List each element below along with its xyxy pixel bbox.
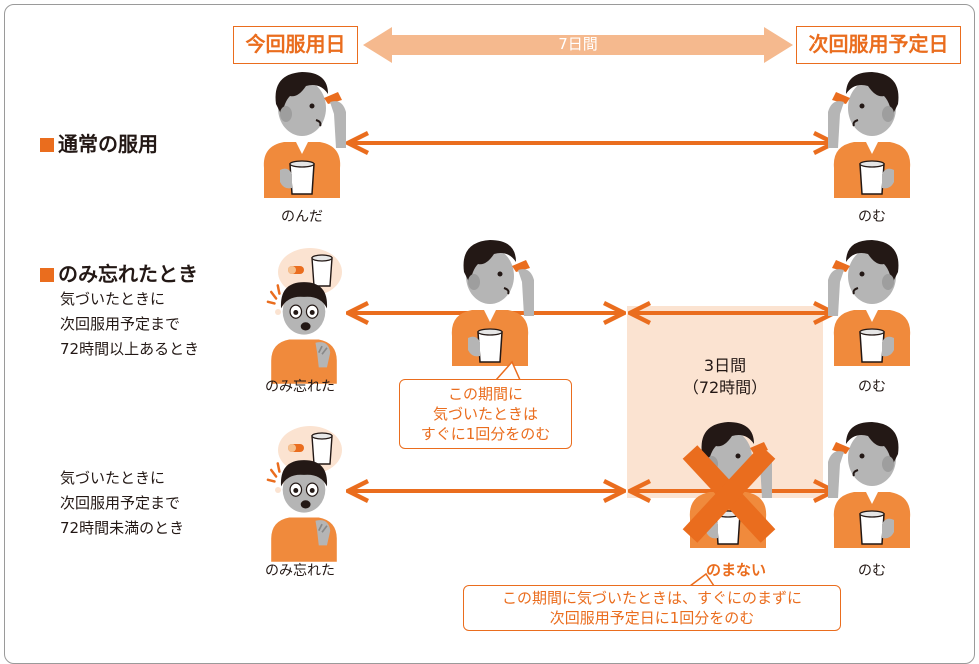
case1-condition-line: 72時間以上あるとき	[60, 340, 200, 358]
section-normal-title: 通常の服用	[40, 128, 158, 157]
case2-condition-line: 気づいたときに	[60, 469, 166, 487]
case2-condition: 気づいたときに 次回服用予定まで 72時間未満のとき	[60, 466, 184, 541]
person-drinking-icon	[262, 71, 347, 199]
caption-forgot: のみ忘れた	[265, 379, 335, 395]
person-drinking-icon	[827, 71, 912, 199]
person-drinking-icon	[450, 239, 535, 367]
case1-note-line: すぐに1回分をのむ	[420, 425, 551, 443]
person-forgot-icon	[266, 458, 339, 564]
caption-take-next: のむ	[858, 379, 886, 395]
section-forgot-title-text: のみ忘れたとき	[58, 262, 198, 286]
caption-forgot: のみ忘れた	[265, 563, 335, 579]
case1-note-line: 気づいたときは	[432, 405, 538, 423]
section-marker	[40, 268, 54, 282]
do-not-take-label: のまない	[705, 561, 766, 579]
case1-condition: 気づいたときに 次回服用予定まで 72時間以上あるとき	[60, 287, 199, 362]
case1-note: この期間に 気づいたときは すぐに1回分をのむ	[399, 379, 572, 449]
window-duration-label: 3日間 （72時間）	[627, 355, 823, 399]
caption-take-next: のむ	[858, 563, 886, 579]
person-drinking-icon	[827, 421, 912, 549]
caption-taken: のんだ	[281, 209, 323, 225]
section-marker	[40, 138, 54, 152]
next-dose-label: 次回服用予定日	[796, 26, 961, 64]
window-hours: （72時間）	[682, 378, 768, 397]
seven-day-label: 7日間	[558, 35, 598, 53]
section-forgot-title: のみ忘れたとき	[40, 258, 198, 287]
case2-condition-line: 72時間未満のとき	[60, 519, 185, 537]
today-dose-label: 今回服用日	[233, 26, 358, 64]
person-forgot-icon	[266, 280, 339, 386]
caption-take-next: のむ	[858, 209, 886, 225]
case2-note-line: 次回服用予定日に1回分をのむ	[549, 609, 755, 627]
case1-condition-line: 次回服用予定まで	[60, 315, 181, 333]
person-drinking-icon	[827, 239, 912, 367]
cross-mark-icon	[682, 445, 776, 543]
case2-condition-line: 次回服用予定まで	[60, 494, 181, 512]
case1-condition-line: 気づいたときに	[60, 290, 166, 308]
seven-day-span-arrow	[363, 27, 793, 63]
case1-note-line: この期間に	[447, 385, 523, 403]
case2-note-line: この期間に気づいたときは、すぐにのまずに	[501, 589, 802, 607]
case2-note: この期間に気づいたときは、すぐにのまずに 次回服用予定日に1回分をのむ	[463, 585, 841, 631]
diagram-graphics	[262, 27, 912, 587]
section-normal-title-text: 通常の服用	[58, 132, 158, 156]
window-days: 3日間	[703, 356, 747, 375]
